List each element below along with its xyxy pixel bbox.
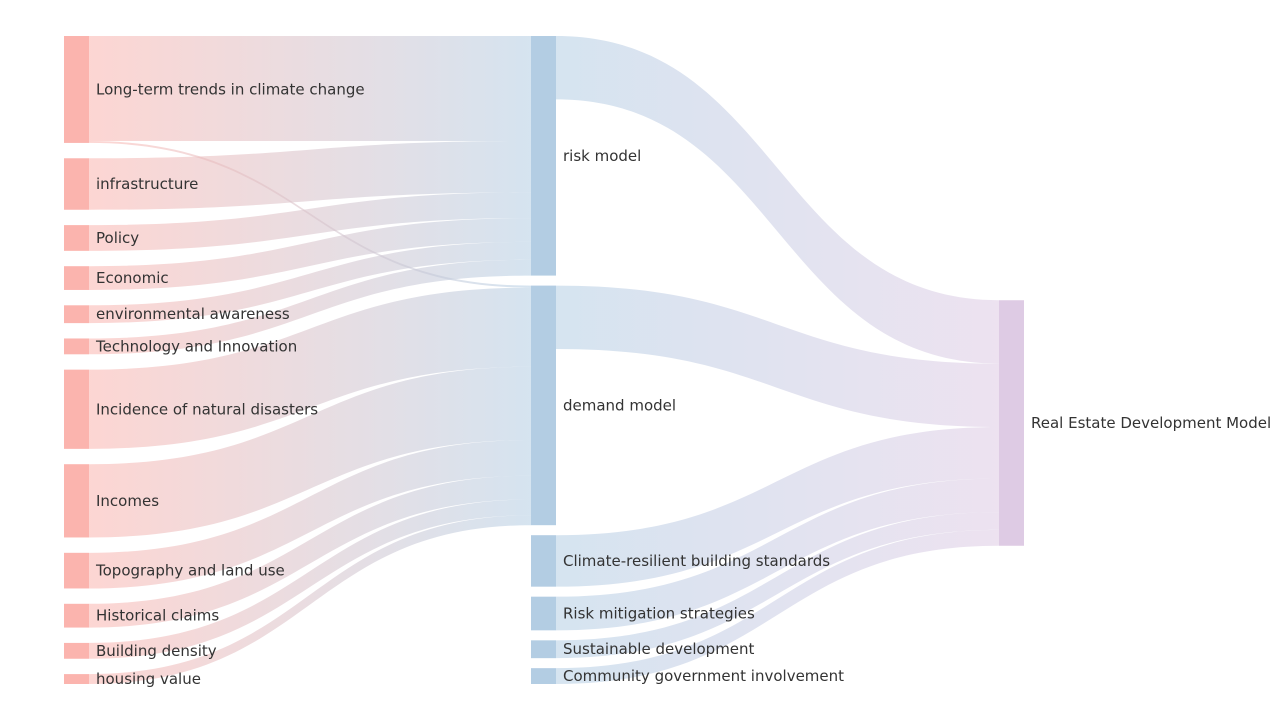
link-incidence-of-natural-disasters-to-demand-model[interactable] [89,287,531,449]
link-economic-to-risk-model[interactable] [89,218,531,290]
node-label-incomes: Incomes [96,492,159,510]
node-infrastructure[interactable] [64,158,89,210]
node-label-policy: Policy [96,229,139,247]
link-incomes-to-demand-model[interactable] [89,366,531,538]
node-label-risk-mitigation-strategies: Risk mitigation strategies [563,605,755,623]
link-environmental-awareness-to-risk-model[interactable] [89,241,531,324]
node-label-demand-model: demand model [563,396,676,414]
link-historical-claims-to-demand-model[interactable] [89,475,531,628]
node-label-sustainable-development: Sustainable development [563,640,755,658]
node-demand-model[interactable] [531,285,556,526]
node-label-economic: Economic [96,269,169,287]
link-sustainable-development-to-real-estate-development-model[interactable] [556,512,999,659]
node-label-building-density: Building density [96,642,217,660]
node-label-infrastructure: infrastructure [96,175,198,193]
link-infrastructure-to-risk-model[interactable] [89,140,531,210]
node-climate-resilient-building-standards[interactable] [531,535,556,587]
link-risk-mitigation-strategies-to-real-estate-development-model[interactable] [556,478,999,631]
node-incidence-of-natural-disasters[interactable] [64,369,89,449]
node-incomes[interactable] [64,464,89,538]
link-policy-to-risk-model[interactable] [89,192,531,251]
node-historical-claims[interactable] [64,603,89,628]
node-long-term-trends-in-climate-change[interactable] [64,36,89,143]
node-technology-and-innovation[interactable] [64,338,89,355]
link-building-density-to-demand-model[interactable] [89,499,531,659]
link-climate-resilient-building-standards-to-real-estate-development-model[interactable] [556,426,999,587]
node-real-estate-development-model[interactable] [999,300,1024,546]
link-long-term-trends-in-climate-change-to-risk-model[interactable] [89,36,531,141]
node-label-real-estate-development-model: Real Estate Development Model [1031,414,1271,432]
labels-layer: Long-term trends in climate change infras… [95,80,1271,688]
nodes-layer [64,36,1024,684]
node-environmental-awareness[interactable] [64,305,89,324]
node-label-incidence-of-natural-disasters: Incidence of natural disasters [96,400,318,418]
node-risk-model[interactable] [531,36,556,276]
link-housing-value-to-demand-model[interactable] [89,515,531,684]
link-topography-and-land-use-to-demand-model[interactable] [89,440,531,589]
node-policy[interactable] [64,225,89,251]
node-label-long-term-trends-in-climate-change: Long-term trends in climate change [96,80,365,98]
link-community-government-involvement-to-real-estate-development-model[interactable] [556,529,999,684]
node-label-topography-and-land-use: Topography and land use [95,562,285,580]
node-sustainable-development[interactable] [531,640,556,659]
node-label-climate-resilient-building-standards: Climate-resilient building standards [563,552,830,570]
links-layer [89,36,999,684]
node-building-density[interactable] [64,642,89,659]
node-label-technology-and-innovation: Technology and Innovation [95,337,297,355]
link-technology-and-innovation-to-risk-model[interactable] [89,259,531,355]
node-label-historical-claims: Historical claims [96,607,219,625]
link-demand-model-to-real-estate-development-model[interactable] [556,285,999,427]
node-label-housing-value: housing value [96,670,201,688]
node-label-environmental-awareness: environmental awareness [96,305,290,323]
node-label-community-government-involvement: Community government involvement [563,667,844,685]
node-housing-value[interactable] [64,674,89,684]
node-community-government-involvement[interactable] [531,668,556,684]
node-label-risk-model: risk model [563,147,641,165]
node-topography-and-land-use[interactable] [64,552,89,589]
node-risk-mitigation-strategies[interactable] [531,596,556,631]
link-risk-model-to-real-estate-development-model[interactable] [556,36,999,364]
node-economic[interactable] [64,266,89,290]
